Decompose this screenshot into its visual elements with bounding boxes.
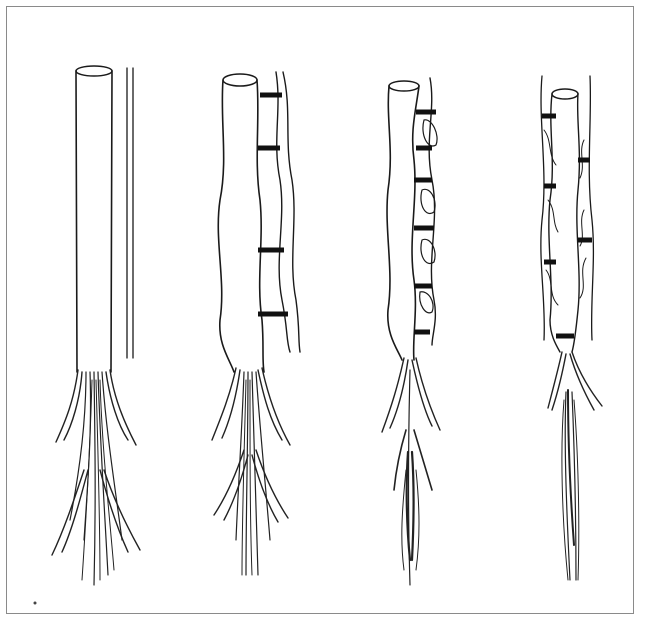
scan-speck	[34, 602, 37, 605]
fiber-panel-2	[212, 72, 300, 575]
fiber-shaft-2	[218, 74, 264, 372]
constriction-bands-3	[414, 112, 436, 332]
fiber-shaft-3	[387, 81, 419, 360]
sheath-2	[276, 72, 300, 352]
frayed-end-4	[548, 352, 602, 580]
fiber-shaft-1	[76, 66, 112, 372]
frayed-end-2	[212, 368, 290, 575]
sheath-3	[420, 78, 437, 345]
fiber-panel-3	[382, 78, 440, 585]
fiber-panel-1	[52, 66, 140, 585]
sheath-lines-1	[127, 68, 133, 358]
frayed-end-1	[52, 370, 140, 585]
fiber-panel-4	[541, 76, 602, 580]
fiber-shaft-4	[549, 89, 580, 352]
frayed-end-3	[382, 358, 440, 585]
constriction-bands-2	[258, 95, 288, 314]
